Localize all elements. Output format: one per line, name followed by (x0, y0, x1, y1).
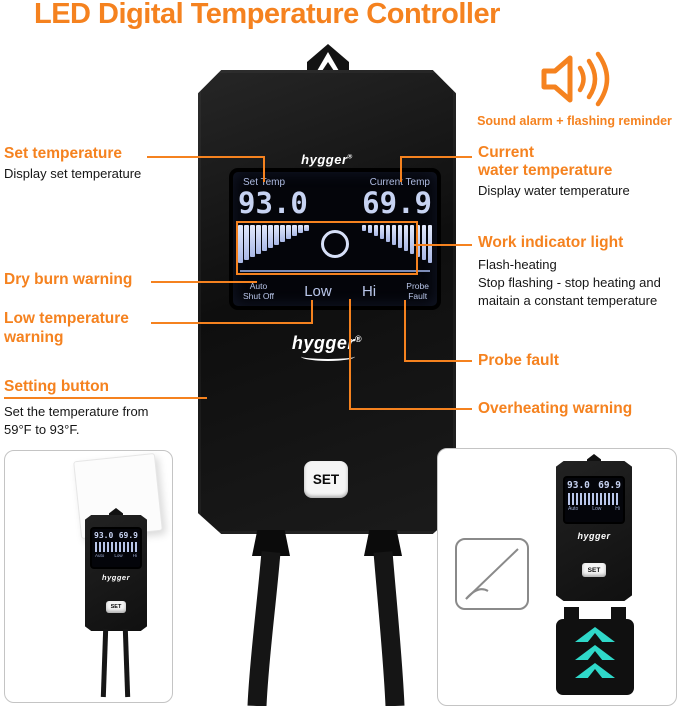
set-button: SET (304, 461, 348, 498)
dry-burn-line (151, 281, 257, 283)
mini-set-button: SET (106, 601, 126, 613)
mini-low-label: Low (592, 506, 602, 512)
brand-swoosh (301, 352, 355, 361)
cable-connector-left (252, 530, 290, 556)
mini-set-temp: 93.0 (567, 480, 590, 491)
page-title: LED Digital Temperature Controller (34, 0, 500, 30)
low-temp-line-rise (311, 300, 313, 324)
mini-device-bracket: 93.0 69.9 Auto Low Hi hygger SET (556, 454, 632, 601)
current-temp-label: Current Temp (369, 177, 430, 188)
mini-low-label: Low (114, 553, 123, 558)
indicator-baseline (240, 270, 430, 272)
hi-label: Hi (361, 283, 377, 300)
setting-button-line (4, 397, 207, 399)
current-temp-desc: Display water temperature (478, 183, 630, 198)
auto-line1: Auto (249, 280, 268, 291)
setting-button-desc: Set the temperature from 59°F to 93°F. (4, 404, 149, 437)
mini-set-temp: 93.0 (94, 531, 114, 540)
thumbnail-hook-mount: 93.0 69.9 Auto Low Hi hygger SET (4, 450, 173, 703)
up-chevrons-icon (575, 627, 615, 678)
work-indicator-title: Work indicator light (478, 234, 624, 251)
mini-lcd-screen: 93.0 69.9 Auto Low Hi (565, 478, 623, 522)
mini-indicator-bars (95, 542, 137, 552)
probe-fault-label: Probe Fault (406, 281, 429, 301)
work-indicator-desc1: Flash-heating (478, 257, 557, 272)
overheating-line-drop (349, 299, 351, 410)
current-temp-value: 69.9 (362, 186, 432, 220)
sound-alarm-caption: Sound alarm + flashing reminder (477, 114, 672, 128)
set-temp-line-drop (263, 156, 265, 182)
indicator-bars-left (238, 225, 309, 263)
mini-current-temp: 69.9 (118, 531, 138, 540)
work-indicator-line (414, 244, 472, 246)
mini-set-button: SET (582, 563, 606, 577)
mini-brand-logo: hygger (101, 573, 130, 582)
overheating-title: Overheating warning (478, 400, 633, 417)
adhesive-paper-icon (455, 538, 529, 610)
auto-shut-off-label: Auto Shut Off (243, 281, 274, 301)
brand-text: hygger (291, 333, 355, 353)
mini-indicator-bars (568, 493, 620, 505)
probe-line1: Probe (406, 280, 429, 291)
set-temperature-title: Set temperature (4, 145, 123, 162)
set-temp-line (147, 156, 265, 158)
low-temp-line (151, 322, 313, 324)
work-indicator-highlight-box (236, 221, 418, 275)
dry-burn-title: Dry burn warning (4, 271, 133, 288)
current-temp-title-line2: water temperature (478, 162, 613, 179)
mini-hanging-tab (587, 454, 601, 463)
mini-hi-label: Hi (132, 553, 137, 558)
probe-fault-line (404, 360, 472, 362)
brand-text: hygger (301, 152, 348, 167)
mini-brand-logo: hygger (577, 531, 611, 541)
work-indicator-desc2: Stop flashing - stop heating and maitain… (478, 275, 661, 308)
current-temp-line (400, 156, 472, 158)
registered-mark: ® (354, 334, 363, 344)
setting-button-title: Setting button (4, 378, 110, 395)
thumbnail-bracket-mount: 93.0 69.9 Auto Low Hi hygger SET (437, 448, 677, 706)
status-labels-row: Auto Shut Off Low Hi Probe Fault (243, 281, 429, 301)
mini-hanging-tab (109, 508, 123, 517)
speaker-sound-icon (541, 51, 610, 107)
cable-connector-right (364, 530, 402, 556)
mini-device-hung: 93.0 69.9 Auto Low Hi hygger SET (85, 508, 147, 631)
probe-fault-line-drop (404, 300, 406, 362)
indicator-ring (321, 230, 349, 258)
overheating-line (349, 408, 472, 410)
set-temperature-desc: Display set temperature (4, 166, 142, 181)
set-temp-value: 93.0 (238, 186, 308, 220)
hanging-tab-hole-inner (322, 62, 334, 71)
mini-auto-label: Auto (568, 506, 579, 512)
probe-fault-title: Probe fault (478, 352, 559, 369)
current-temp-line-drop (400, 156, 402, 182)
low-label: Low (304, 283, 332, 300)
mini-lcd-screen: 93.0 69.9 Auto Low Hi (92, 529, 140, 567)
set-temp-label: Set Temp (243, 177, 286, 188)
slide-bracket-icon (556, 607, 634, 695)
current-temp-title-line1: Current (478, 144, 534, 161)
probe-line2: Fault (408, 290, 428, 301)
mini-auto-label: Auto (95, 553, 105, 558)
mini-cable-right (122, 628, 131, 698)
low-temperature-title: Low temperature warning (4, 310, 129, 347)
brand-logo-main: hygger® (198, 333, 456, 354)
auto-line2: Shut Off (243, 290, 275, 301)
brand-logo-top: hygger® (198, 152, 456, 167)
mini-hi-label: Hi (615, 506, 620, 512)
registered-mark: ® (347, 153, 353, 161)
mini-cable-left (100, 628, 109, 698)
mini-current-temp: 69.9 (598, 480, 621, 491)
lcd-screen: Set Temp Current Temp 93.0 69.9 Auto Shu… (233, 172, 437, 306)
